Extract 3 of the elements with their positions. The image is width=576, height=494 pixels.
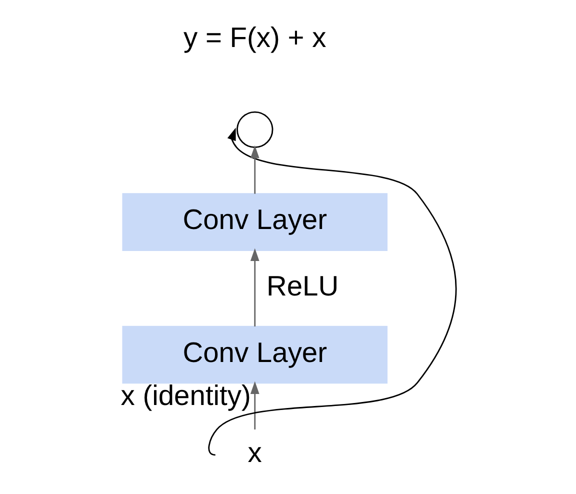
node-text: x <box>247 436 262 468</box>
edge-label: ReLU <box>266 268 338 301</box>
label: y = F(x) + x <box>183 20 326 53</box>
